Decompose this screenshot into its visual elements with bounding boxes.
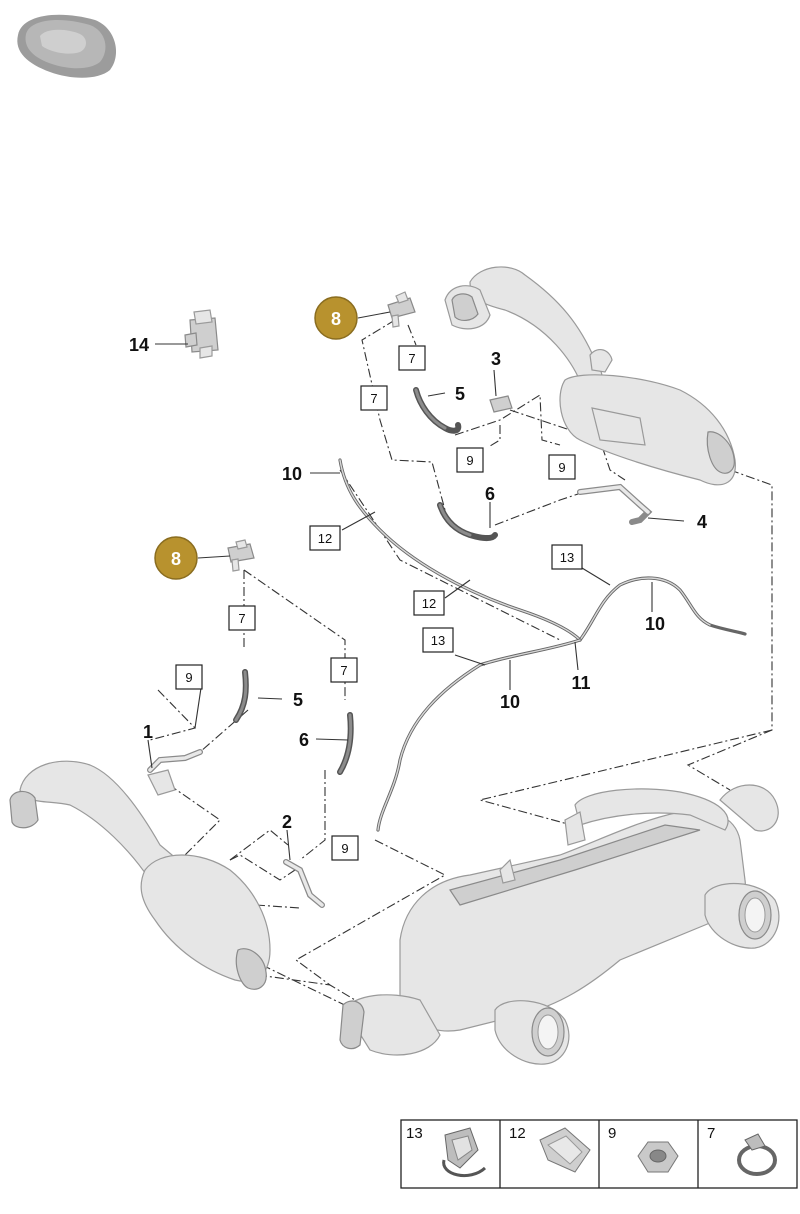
svg-text:10: 10 — [282, 464, 302, 484]
svg-text:7: 7 — [707, 1125, 715, 1142]
callout-5-left: 5 — [293, 690, 303, 710]
svg-text:9: 9 — [558, 460, 565, 475]
callout-5-top: 5 — [455, 384, 465, 404]
pressure-pipe-2 — [283, 859, 325, 908]
boxed-callout-9-left-b: 9 — [331, 835, 359, 861]
legend-cell-12: 12 — [509, 1125, 591, 1173]
hose-6-top — [437, 502, 498, 541]
svg-text:3: 3 — [491, 349, 501, 369]
svg-text:12: 12 — [509, 1125, 526, 1142]
callout-1: 1 — [143, 722, 153, 742]
boxed-callout-13-a: 13 — [551, 544, 583, 570]
svg-text:1: 1 — [143, 722, 153, 742]
boxed-callout-13-b: 13 — [422, 627, 454, 653]
car-thumbnail-icon — [17, 14, 117, 78]
callout-6-left: 6 — [299, 730, 309, 750]
svg-text:9: 9 — [185, 670, 192, 685]
boxed-callout-12-a: 12 — [309, 525, 341, 551]
svg-text:10: 10 — [645, 614, 665, 634]
svg-text:13: 13 — [406, 1125, 423, 1142]
svg-text:12: 12 — [422, 596, 436, 611]
hex-nut-icon — [637, 1141, 679, 1173]
boxed-callout-9-left-a: 9 — [175, 664, 203, 690]
pressure-pipe-3 — [489, 395, 513, 413]
svg-text:7: 7 — [408, 351, 415, 366]
svg-text:6: 6 — [299, 730, 309, 750]
boxed-callout-7-left-a: 7 — [228, 605, 256, 631]
callout-10-right: 10 — [645, 614, 665, 634]
legend-cell-7: 7 — [707, 1125, 777, 1176]
highlighted-callout-8-left[interactable]: 8 — [154, 536, 198, 580]
cable-clip-icon — [539, 1127, 591, 1173]
legend-cell-13: 13 — [406, 1125, 487, 1177]
front-catalytic-converter-left — [9, 760, 271, 990]
boxed-callout-9-top-a: 9 — [456, 447, 484, 473]
hose-6-left — [337, 712, 354, 775]
hose-clamp-icon — [737, 1133, 777, 1176]
callout-2: 2 — [282, 812, 292, 832]
highlighted-callout-8-top[interactable]: 8 — [314, 296, 358, 340]
pressure-sensor-left — [227, 539, 255, 572]
assembly-lines — [149, 319, 773, 1011]
svg-text:14: 14 — [129, 335, 149, 355]
leader-lines — [147, 311, 685, 861]
boxed-callout-7-left-b: 7 — [330, 657, 358, 683]
svg-text:11: 11 — [571, 673, 590, 693]
pressure-pipe-4 — [577, 483, 653, 525]
legend-cell-9: 9 — [608, 1125, 679, 1173]
callout-6-top: 6 — [485, 484, 495, 504]
fastener-legend: 13 12 9 7 — [400, 1119, 798, 1189]
front-catalytic-converter-right — [444, 266, 736, 486]
callout-4: 4 — [697, 512, 707, 532]
spring-clip-icon — [442, 1127, 487, 1177]
boxed-callout-7-top-a: 7 — [398, 345, 426, 371]
svg-text:7: 7 — [340, 663, 347, 678]
svg-text:5: 5 — [455, 384, 465, 404]
svg-text:10: 10 — [500, 692, 520, 712]
svg-text:7: 7 — [238, 611, 245, 626]
svg-text:13: 13 — [431, 633, 445, 648]
svg-text:5: 5 — [293, 690, 303, 710]
boxed-callout-7-top-b: 7 — [360, 385, 388, 411]
svg-text:13: 13 — [560, 550, 574, 565]
callout-14: 14 — [129, 335, 149, 355]
svg-text:12: 12 — [318, 531, 332, 546]
callout-10-top: 10 — [282, 464, 302, 484]
pressure-converter-14 — [184, 309, 219, 359]
svg-text:9: 9 — [341, 841, 348, 856]
svg-text:7: 7 — [370, 391, 377, 406]
hose-5-left — [233, 669, 249, 723]
wiring-harness — [338, 458, 747, 832]
hose-5-top — [413, 387, 462, 434]
svg-text:2: 2 — [282, 812, 292, 832]
svg-text:8: 8 — [331, 309, 341, 329]
rear-silencer — [339, 784, 780, 1065]
svg-text:9: 9 — [608, 1125, 616, 1142]
svg-text:6: 6 — [485, 484, 495, 504]
svg-text:4: 4 — [697, 512, 707, 532]
pressure-sensor-top — [387, 291, 416, 328]
callout-3: 3 — [491, 349, 501, 369]
callout-11: 11 — [571, 673, 590, 693]
pressure-pipe-1 — [147, 749, 203, 773]
boxed-callout-9-top-b: 9 — [548, 454, 576, 480]
callout-10-center: 10 — [500, 692, 520, 712]
boxed-callout-12-b: 12 — [413, 590, 445, 616]
svg-text:8: 8 — [171, 549, 181, 569]
svg-text:9: 9 — [466, 453, 473, 468]
